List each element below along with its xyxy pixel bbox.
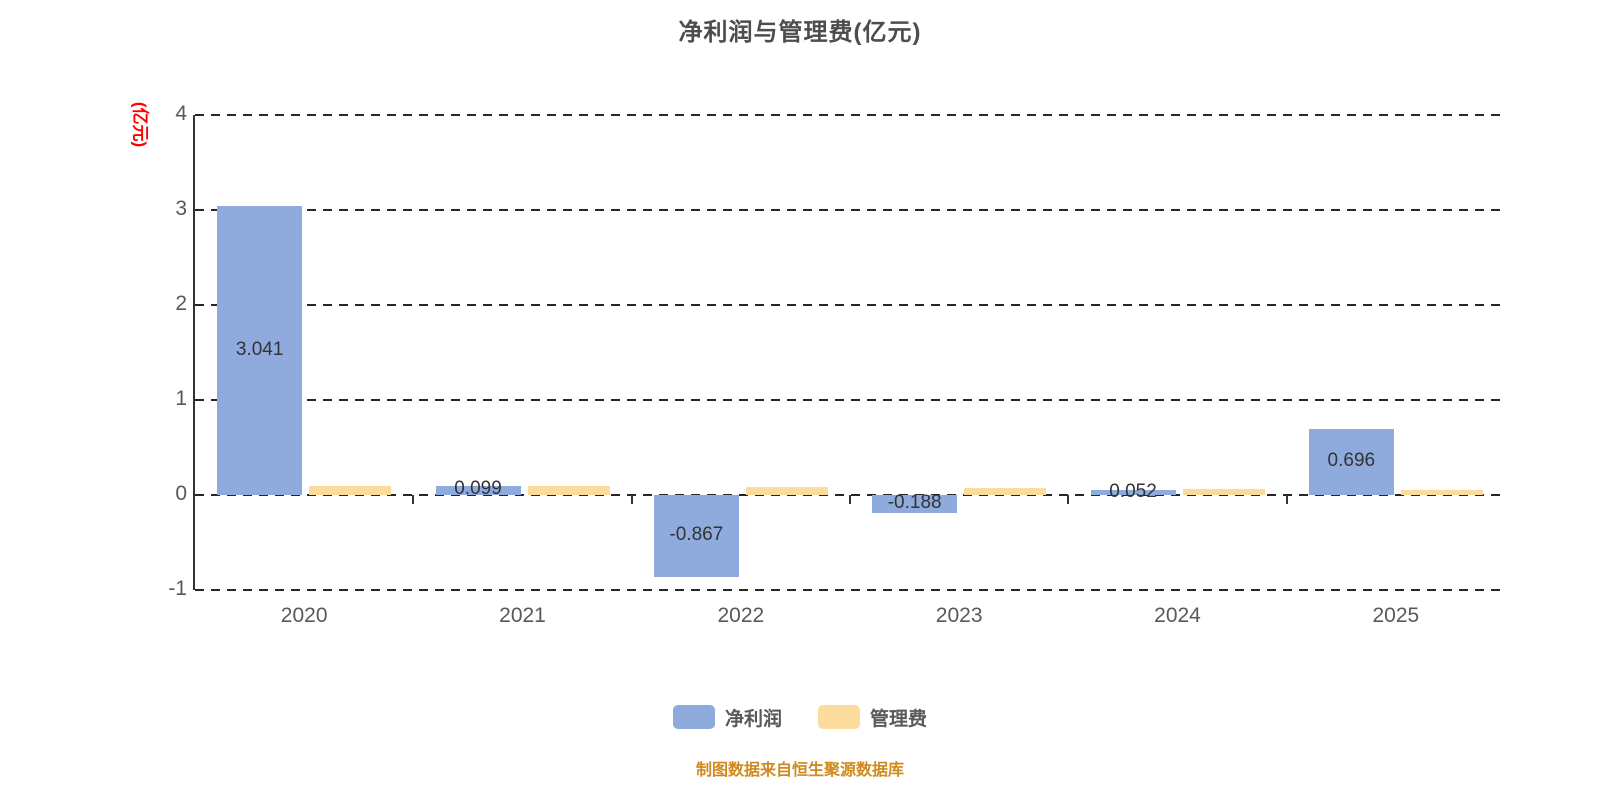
net-profit-value-label-2023: -0.188 — [887, 491, 942, 513]
y-tick-label-2: 2 — [175, 292, 187, 315]
gridline-y-4 — [195, 114, 1505, 116]
management-fee-bar-2020 — [309, 486, 392, 495]
chart-legend: 净利润 管理费 — [0, 702, 1600, 732]
legend-swatch-net-profit — [672, 705, 715, 729]
data-source-note: 制图数据来自恒生聚源数据库 — [695, 762, 904, 779]
legend-swatch-management-fee — [818, 705, 860, 729]
net-profit-bar-2025 — [1308, 428, 1394, 495]
net-profit-bar-2020 — [217, 206, 303, 495]
net-profit-value-label-2024: 0.052 — [1109, 480, 1157, 502]
management-fee-bar-2021 — [527, 486, 610, 495]
net-profit-bar-2022 — [653, 495, 739, 578]
gridline-y-3 — [195, 209, 1505, 211]
legend-item-net-profit: 净利润 — [672, 704, 782, 731]
net-profit-value-label-2020: 3.041 — [235, 338, 284, 360]
x-category-label-2023: 2023 — [935, 604, 983, 627]
y-tick-label-3: 3 — [175, 197, 187, 220]
gridline-y-2 — [195, 304, 1505, 306]
legend-item-management-fee: 管理费 — [818, 704, 927, 731]
y-tick-label-4: 4 — [175, 102, 187, 125]
x-axis-tick-3 — [849, 495, 851, 504]
management-fee-bar-2025 — [1400, 490, 1483, 495]
x-axis-tick-1 — [412, 495, 415, 504]
x-category-label-2020: 2020 — [280, 604, 328, 627]
management-fee-bar-2022 — [745, 487, 828, 495]
x-category-label-2024: 2024 — [1154, 604, 1201, 627]
y-axis-line — [193, 115, 195, 590]
net-profit-value-label-2021: 0.099 — [454, 478, 502, 500]
chart-title: 净利润与管理费(亿元) — [678, 19, 922, 46]
x-category-label-2025: 2025 — [1372, 604, 1420, 627]
gridline-y-1 — [195, 399, 1505, 401]
net-profit-bar-2023 — [872, 495, 958, 513]
x-axis-tick-4 — [1067, 495, 1070, 504]
plot-area: 4 3 2 1 0 -1 3.041 0.099 -0.867 -0.188 0.052 0.696… — [168, 102, 1505, 627]
x-axis-tick-2 — [630, 495, 633, 504]
y-tick-label-0: 0 — [175, 482, 187, 505]
legend-label-management-fee: 管理费 — [870, 708, 928, 730]
x-category-label-2021: 2021 — [499, 604, 546, 627]
net-profit-value-label-2022: -0.867 — [669, 524, 724, 546]
gridline-y--1 — [195, 589, 1505, 591]
management-fee-bar-2023 — [964, 488, 1047, 495]
x-axis-tick-5 — [1285, 495, 1288, 504]
y-tick-label--1: -1 — [168, 577, 187, 600]
x-category-label-2022: 2022 — [717, 604, 765, 627]
management-fee-bar-2024 — [1182, 489, 1265, 495]
legend-label-net-profit: 净利润 — [724, 708, 782, 730]
y-tick-label-1: 1 — [175, 387, 187, 410]
net-profit-value-label-2025: 0.696 — [1327, 449, 1376, 471]
net-profit-bar-2024 — [1090, 490, 1176, 495]
net-profit-bar-2021 — [435, 485, 521, 495]
